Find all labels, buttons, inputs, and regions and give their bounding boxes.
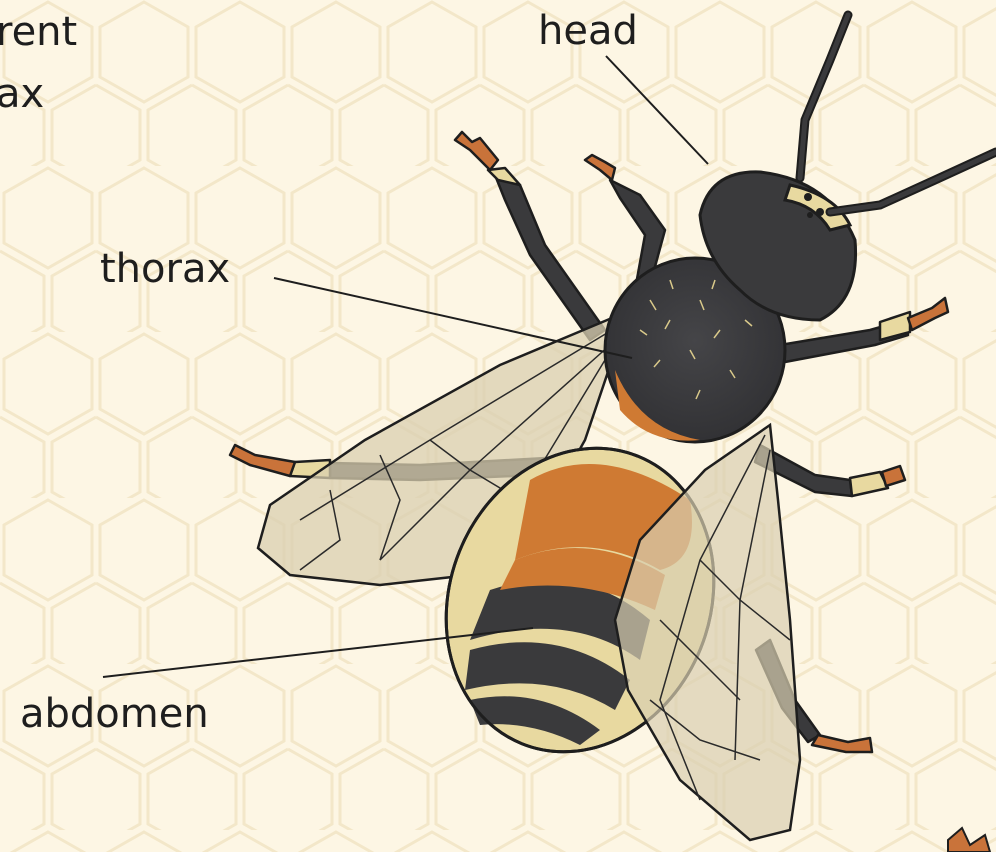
- cut-off-text-line-2: ax: [0, 74, 44, 114]
- abdomen-label: abdomen: [20, 694, 209, 734]
- head-label: head: [538, 11, 638, 51]
- cut-off-text-line-1: rent: [0, 12, 77, 52]
- thorax-label: thorax: [100, 249, 230, 289]
